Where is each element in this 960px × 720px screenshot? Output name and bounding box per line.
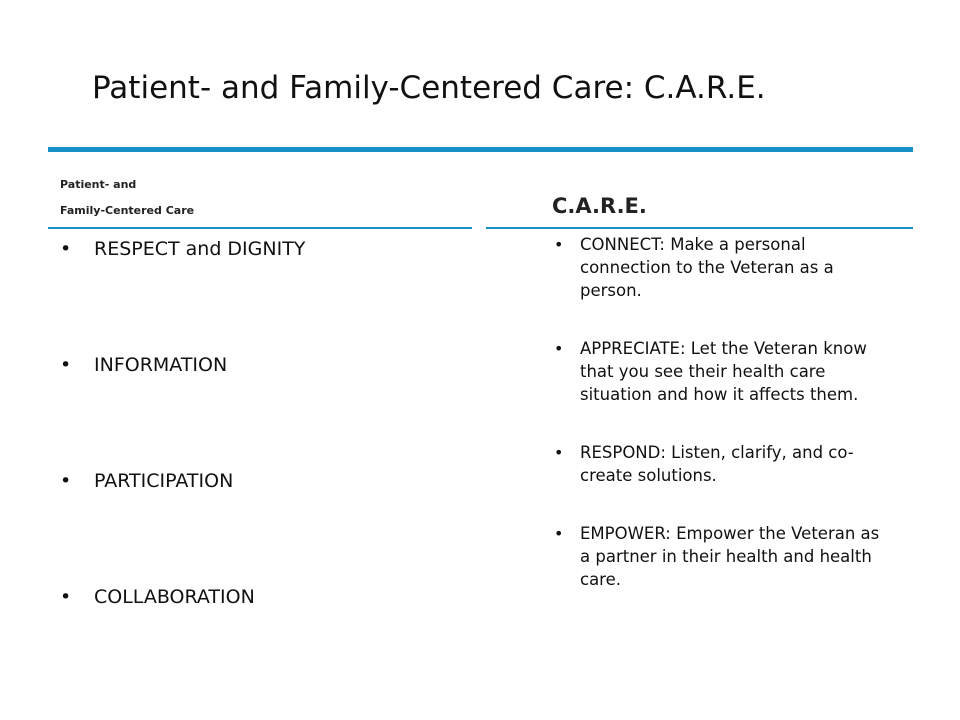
bullet-icon: •: [554, 443, 564, 462]
list-item-text: RESPOND: Listen, clarify, and co-create …: [580, 443, 854, 485]
list-item: • EMPOWER: Empower the Veteran as a partn…: [554, 522, 894, 591]
left-header-line-1: Patient- and: [60, 178, 137, 191]
left-bullet-list: • RESPECT and DIGNITY • INFORMATION • PARTI…: [60, 236, 460, 700]
list-item-text: CONNECT: Make a personal connection to t…: [580, 235, 834, 300]
left-header-line-2: Family-Centered Care: [60, 204, 195, 217]
list-item: • PARTICIPATION: [60, 468, 460, 584]
list-item: • APPRECIATE: Let the Veteran know that y…: [554, 337, 894, 406]
list-item-text: PARTICIPATION: [94, 470, 234, 492]
bullet-icon: •: [60, 238, 72, 260]
right-column-divider: [486, 227, 913, 229]
list-item: • COLLABORATION: [60, 584, 460, 700]
slide-title: Patient- and Family-Centered Care: C.A.R…: [92, 70, 766, 106]
list-item: • INFORMATION: [60, 352, 460, 468]
bullet-icon: •: [554, 339, 564, 358]
left-column-header: Patient- and Family-Centered Care: [60, 172, 194, 224]
bullet-icon: •: [60, 586, 72, 608]
list-item-text: INFORMATION: [94, 354, 228, 376]
list-item: • RESPECT and DIGNITY: [60, 236, 460, 352]
list-item-text: COLLABORATION: [94, 586, 255, 608]
bullet-icon: •: [554, 524, 564, 543]
title-divider: [48, 147, 913, 152]
list-item: • RESPOND: Listen, clarify, and co-create…: [554, 441, 894, 487]
bullet-icon: •: [60, 470, 72, 492]
left-column-divider: [48, 227, 472, 229]
list-item-text: RESPECT and DIGNITY: [94, 238, 306, 260]
bullet-icon: •: [554, 235, 564, 254]
list-item: • CONNECT: Make a personal connection to …: [554, 233, 894, 302]
right-bullet-list: • CONNECT: Make a personal connection to …: [554, 233, 894, 626]
list-item-text: APPRECIATE: Let the Veteran know that yo…: [580, 339, 867, 404]
right-column-header: C.A.R.E.: [552, 194, 647, 218]
list-item-text: EMPOWER: Empower the Veteran as a partne…: [580, 524, 880, 589]
bullet-icon: •: [60, 354, 72, 376]
